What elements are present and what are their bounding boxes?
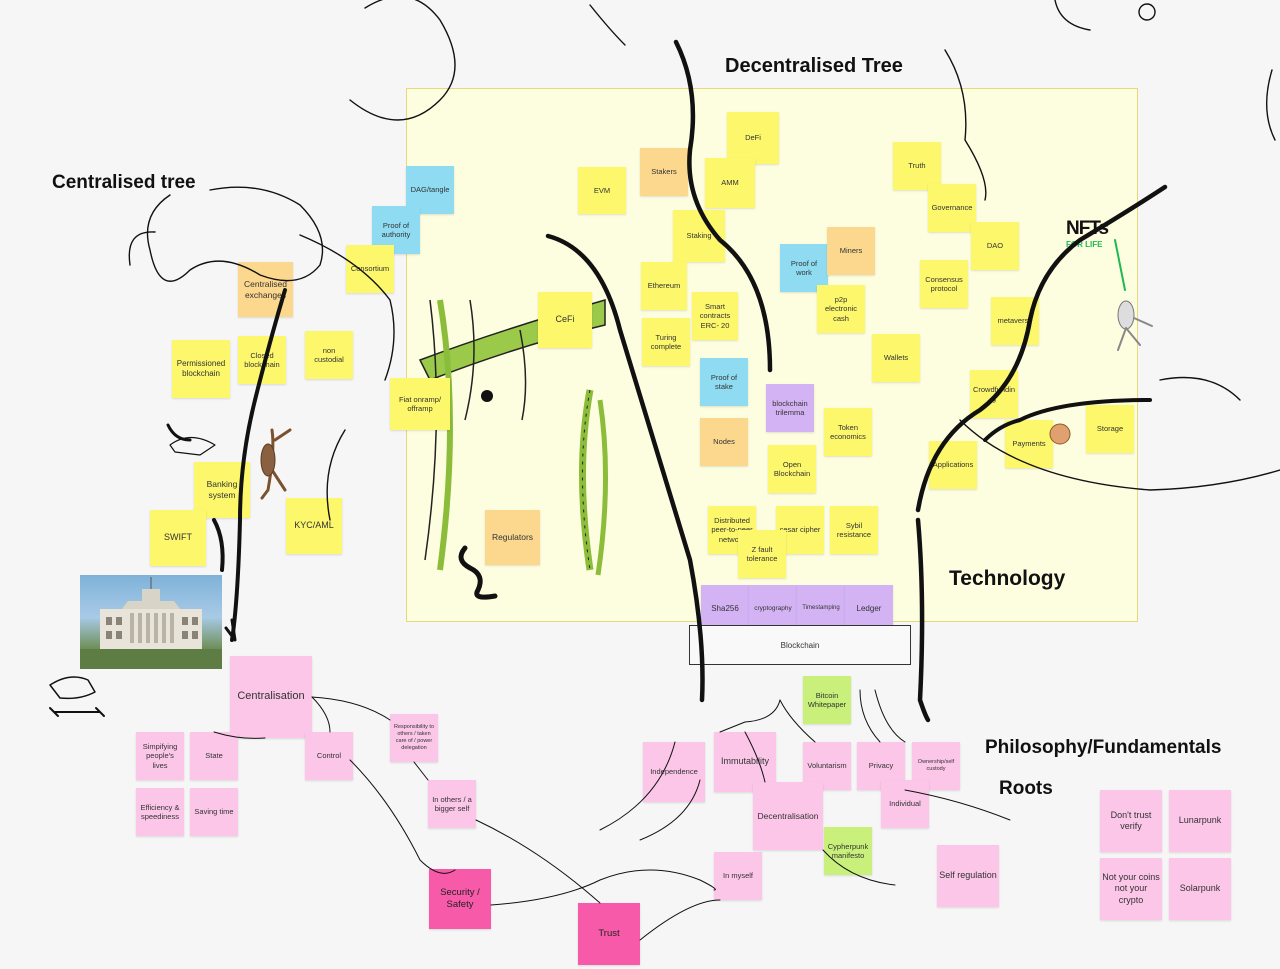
sticky-applications[interactable]: Applications [929,441,977,489]
roots-title: Roots [999,778,1053,799]
sticky-in-myself[interactable]: In myself [714,852,762,900]
sticky-consensus[interactable]: Consensus protocol [920,260,968,308]
sticky-decentralisation[interactable]: Decentralisation [753,782,823,850]
sticky-open-blockchain[interactable]: Open Blockchain [768,445,816,493]
sticky-individual[interactable]: Individual [881,780,929,828]
sticky-not-your-coins[interactable]: Not your coins not your crypto [1100,858,1162,920]
sticky-staking[interactable]: Staking [673,210,725,262]
technology-title: Technology [949,567,1066,590]
sticky-state[interactable]: State [190,732,238,780]
sticky-p2p-cash[interactable]: p2p electronic cash [817,285,865,333]
sticky-non-custodial[interactable]: non custodial [305,331,353,379]
sticky-permissioned[interactable]: Permissioned blockchain [172,340,230,398]
sticky-cefi[interactable]: CeFi [538,292,592,348]
blockchain-frame[interactable]: Blockchain [689,625,911,665]
sticky-centralisation[interactable]: Centralisation [230,656,312,738]
sticky-truth[interactable]: Truth [893,142,941,190]
sticky-trilemma[interactable]: blockchain trilemma [766,384,814,432]
sticky-turing[interactable]: Turing complete [642,318,690,366]
sticky-stakers[interactable]: Stakers [640,148,688,196]
sticky-miners[interactable]: Miners [827,227,875,275]
sticky-security[interactable]: Security / Safety [429,869,491,929]
sticky-wallets[interactable]: Wallets [872,334,920,382]
sticky-crowdfunding[interactable]: Crowdfunding [970,370,1018,418]
sticky-in-others[interactable]: In others / a bigger self [428,780,476,828]
sticky-smart-contracts[interactable]: Smart contracts ERC- 20 [692,292,738,340]
sticky-dont-trust[interactable]: Don't trust verify [1100,790,1162,852]
sticky-swift[interactable]: SWIFT [150,510,206,566]
sticky-kyc[interactable]: KYC/AML [286,498,342,554]
sticky-cypherpunk[interactable]: Cypherpunk manifesto [824,827,872,875]
dinosaur-skeleton-icon [49,676,96,700]
sticky-lunarpunk[interactable]: Lunarpunk [1169,790,1231,852]
decentralised-tree-title: Decentralised Tree [725,55,903,77]
nfts-for-life-label: FOR LIFE [1066,240,1103,249]
sticky-responsibility[interactable]: Responsibility to others / taken care of… [390,714,438,762]
sticky-control[interactable]: Control [305,732,353,780]
sticky-byzantine[interactable]: Z fault tolerance [738,530,786,578]
sticky-fiat-onramp[interactable]: Fiat onramp/ offramp [390,378,450,430]
stegosaurus-icon [169,436,216,456]
sticky-evm[interactable]: EVM [578,167,626,214]
sticky-sybil[interactable]: Sybil resistance [830,506,878,554]
sticky-consortium[interactable]: Consortium [346,245,394,293]
sticky-payments[interactable]: Payments [1005,420,1053,468]
sticky-trust[interactable]: Trust [578,903,640,965]
sticky-closed-blockchain[interactable]: Closed blockchain [238,336,286,384]
sticky-simplifying[interactable]: Simpifying people's lives [136,732,184,780]
sticky-storage[interactable]: Storage [1086,405,1134,453]
sticky-self-regulation[interactable]: Self regulation [937,845,999,907]
sticky-regulators[interactable]: Regulators [485,510,540,565]
sticky-ethereum[interactable]: Ethereum [641,262,687,310]
sticky-solarpunk[interactable]: Solarpunk [1169,858,1231,920]
sticky-proof-stake[interactable]: Proof of stake [700,358,748,406]
federal-reserve-image [80,575,222,669]
sticky-token-economics[interactable]: Token economics [824,408,872,456]
sticky-bitcoin-whitepaper[interactable]: Bitcoin Whitepaper [803,676,851,724]
sticky-nodes[interactable]: Nodes [700,418,748,466]
nfts-logo: NFTs [1066,218,1109,239]
sticky-saving-time[interactable]: Saving time [190,788,238,836]
sticky-metaverse[interactable]: metaverse [991,297,1039,345]
sticky-defi[interactable]: DeFi [727,112,779,164]
sticky-efficiency[interactable]: Efficiency & speediness [136,788,184,836]
philosophy-title: Philosophy/Fundamentals [985,737,1222,758]
sticky-amm[interactable]: AMM [705,158,755,208]
sticky-voluntarism[interactable]: Voluntarism [803,742,851,790]
centralised-tree-title: Centralised tree [52,172,196,193]
sticky-proof-work[interactable]: Proof of work [780,244,828,292]
sticky-centralised-exchanges[interactable]: Centralised exchanges [238,262,293,317]
sticky-dao[interactable]: DAO [971,222,1019,270]
sticky-independence[interactable]: Independence [643,742,705,802]
sloth-icon [260,428,292,500]
sticky-governance[interactable]: Governance [928,184,976,232]
